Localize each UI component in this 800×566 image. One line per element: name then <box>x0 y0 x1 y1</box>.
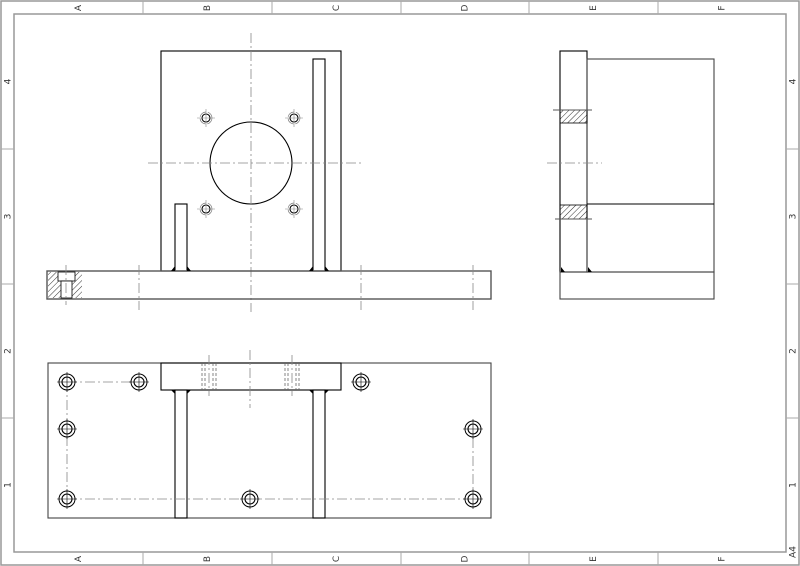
counterbored-hole <box>57 372 77 392</box>
zone-row-label: 3 <box>4 214 14 220</box>
counterbored-hole <box>240 489 260 509</box>
zone-row-label: 1 <box>789 482 799 488</box>
zone-column-label: C <box>332 5 342 11</box>
zone-column-label: D <box>461 4 471 11</box>
zone-row-label: 2 <box>4 348 14 354</box>
zone-column-label: B <box>203 5 213 11</box>
threaded-hole <box>285 109 303 127</box>
counterbored-hole <box>463 419 483 439</box>
zone-column-label: E <box>589 5 599 11</box>
zone-row-label: 2 <box>789 348 799 354</box>
zone-row-label: 3 <box>789 214 799 220</box>
zone-column-label: A <box>74 4 84 11</box>
counterbored-hole <box>463 489 483 509</box>
zone-row-label: 4 <box>789 78 799 84</box>
threaded-hole <box>197 200 215 218</box>
zone-row-label: 1 <box>4 482 14 488</box>
counterbored-hole <box>351 372 371 392</box>
threaded-hole <box>197 109 215 127</box>
zone-column-label: C <box>332 556 342 562</box>
top-view <box>47 350 492 519</box>
zone-column-label: B <box>203 556 213 562</box>
counterbored-hole <box>57 489 77 509</box>
zone-column-label: F <box>718 556 728 561</box>
threaded-hole <box>285 200 303 218</box>
zone-row-label: 4 <box>4 78 14 84</box>
counterbored-hole <box>57 419 77 439</box>
zone-column-label: F <box>718 5 728 10</box>
side-view <box>547 50 715 300</box>
zone-column-label: E <box>589 556 599 562</box>
front-view <box>46 33 492 312</box>
counterbored-hole <box>129 372 149 392</box>
zone-column-label: A <box>74 555 84 562</box>
sheet-format-label: A4 <box>789 546 799 558</box>
zone-column-label: D <box>461 555 471 562</box>
